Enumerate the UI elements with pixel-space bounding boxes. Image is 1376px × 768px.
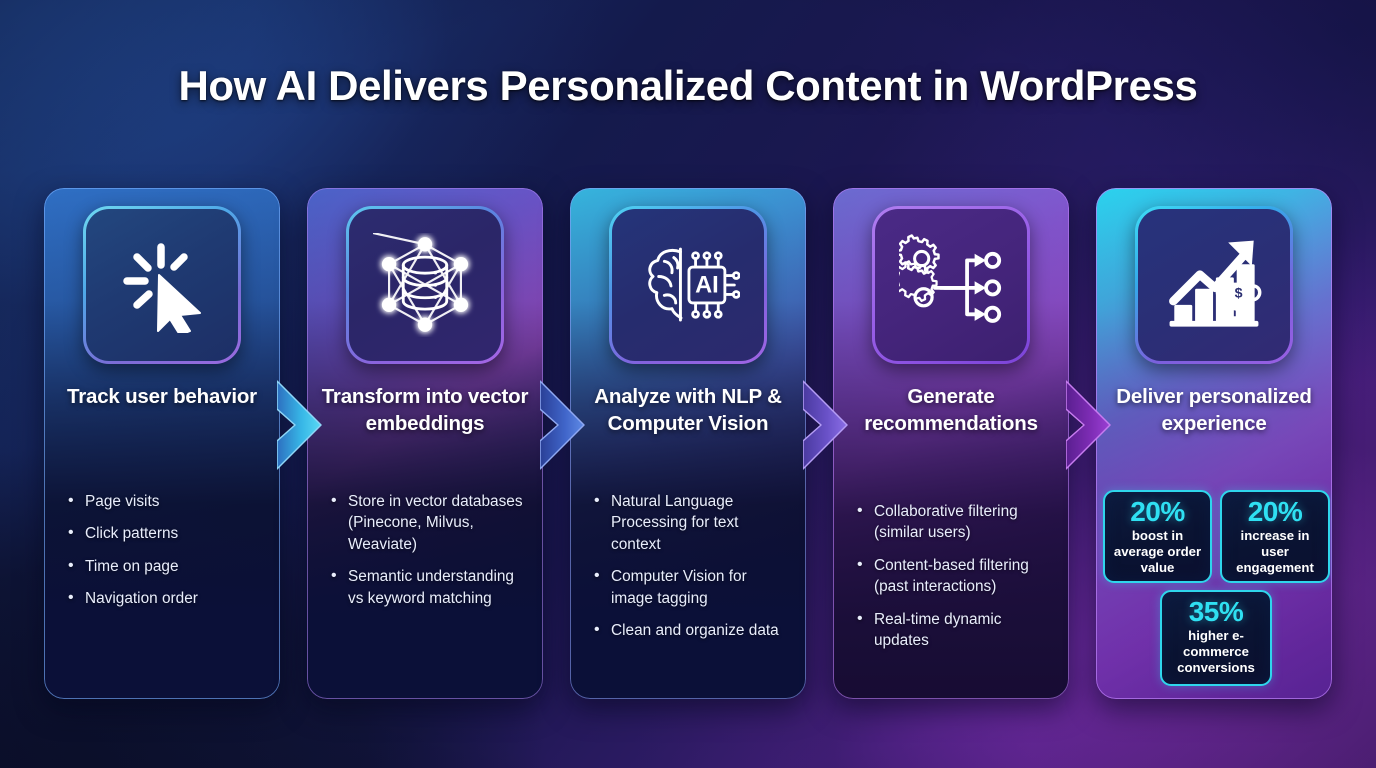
step-title-2: Transform into vector embeddings bbox=[321, 385, 529, 435]
stat-value: 20% bbox=[1130, 496, 1185, 527]
stat-label: increase in user engagement bbox=[1236, 528, 1314, 576]
growth-chart-trophy-icon: $ bbox=[1169, 240, 1262, 327]
arrow-step3-to-step4 bbox=[802, 377, 865, 473]
step-card-5[interactable]: $ Deliver personalized experience 20% bo… bbox=[1096, 188, 1332, 699]
tile-background bbox=[875, 209, 1027, 361]
list-item: Time on page bbox=[66, 555, 266, 577]
step-bullets-4: Collaborative filtering (similar users) … bbox=[855, 500, 1055, 662]
list-item: Collaborative filtering (similar users) bbox=[855, 500, 1055, 544]
stat-badge-order-value[interactable]: 20% boost in average order value bbox=[1103, 490, 1212, 583]
stat-value: 20% bbox=[1247, 496, 1303, 527]
stat-label: boost in average order value bbox=[1113, 528, 1202, 576]
arrow-step2-to-step3 bbox=[539, 377, 602, 473]
list-item: Click patterns bbox=[66, 522, 266, 544]
stat-label: higher e-commerce conversions bbox=[1177, 628, 1255, 676]
list-item: Real-time dynamic updates bbox=[855, 608, 1055, 652]
step-icon-tile-4 bbox=[872, 206, 1030, 364]
step-icon-tile-1 bbox=[83, 206, 241, 364]
step-title-5: Deliver personalized experience bbox=[1116, 385, 1312, 435]
arrow-step1-to-step2 bbox=[276, 377, 339, 473]
stat-badge-conversions[interactable]: 35% higher e-commerce conversions bbox=[1160, 590, 1272, 686]
stat-badge-user-engagement[interactable]: 20% increase in user engagement bbox=[1220, 490, 1330, 583]
brain-ai-chip-icon: AI bbox=[648, 247, 740, 322]
step-bullets-3: Natural Language Processing for text con… bbox=[592, 490, 792, 652]
list-item: Natural Language Processing for text con… bbox=[592, 490, 792, 555]
step-bullets-1: Page visits Click patterns Time on page … bbox=[66, 490, 266, 621]
step-card-1[interactable]: Track user behavior Page visits Click pa… bbox=[44, 188, 280, 699]
list-item: Content-based filtering (past interactio… bbox=[855, 554, 1055, 598]
step-card-3[interactable]: AI Analyze with NLP & Computer Vision Na… bbox=[570, 188, 806, 699]
list-item: Semantic understanding vs keyword matchi… bbox=[329, 565, 529, 609]
step-title-1: Track user behavior bbox=[67, 385, 257, 408]
step-card-4[interactable]: Generate recommendations Collaborative f… bbox=[833, 188, 1069, 699]
list-item: Page visits bbox=[66, 490, 266, 512]
list-item: Computer Vision for image tagging bbox=[592, 565, 792, 609]
svg-text:AI: AI bbox=[695, 273, 719, 299]
step-icon-tile-5: $ bbox=[1135, 206, 1293, 364]
vector-database-network-icon bbox=[373, 233, 469, 332]
list-item: Clean and organize data bbox=[592, 619, 792, 641]
step-title-4: Generate recommendations bbox=[864, 385, 1038, 435]
page-title: How AI Delivers Personalized Content in … bbox=[178, 62, 1198, 109]
list-item: Store in vector databases (Pinecone, Mil… bbox=[329, 490, 529, 555]
step-bullets-2: Store in vector databases (Pinecone, Mil… bbox=[329, 490, 529, 620]
stat-value: 35% bbox=[1188, 596, 1244, 627]
step-card-2[interactable]: Transform into vector embeddings Store i… bbox=[307, 188, 543, 699]
step-title-3: Analyze with NLP & Computer Vision bbox=[594, 385, 782, 435]
cursor-click-icon bbox=[123, 243, 201, 333]
step-icon-tile-2 bbox=[346, 206, 504, 364]
arrow-step4-to-step5 bbox=[1065, 377, 1128, 473]
svg-text:$: $ bbox=[1235, 285, 1243, 301]
list-item: Navigation order bbox=[66, 587, 266, 609]
gears-branching-arrows-icon bbox=[899, 234, 1002, 323]
step-icon-tile-3: AI bbox=[609, 206, 767, 364]
